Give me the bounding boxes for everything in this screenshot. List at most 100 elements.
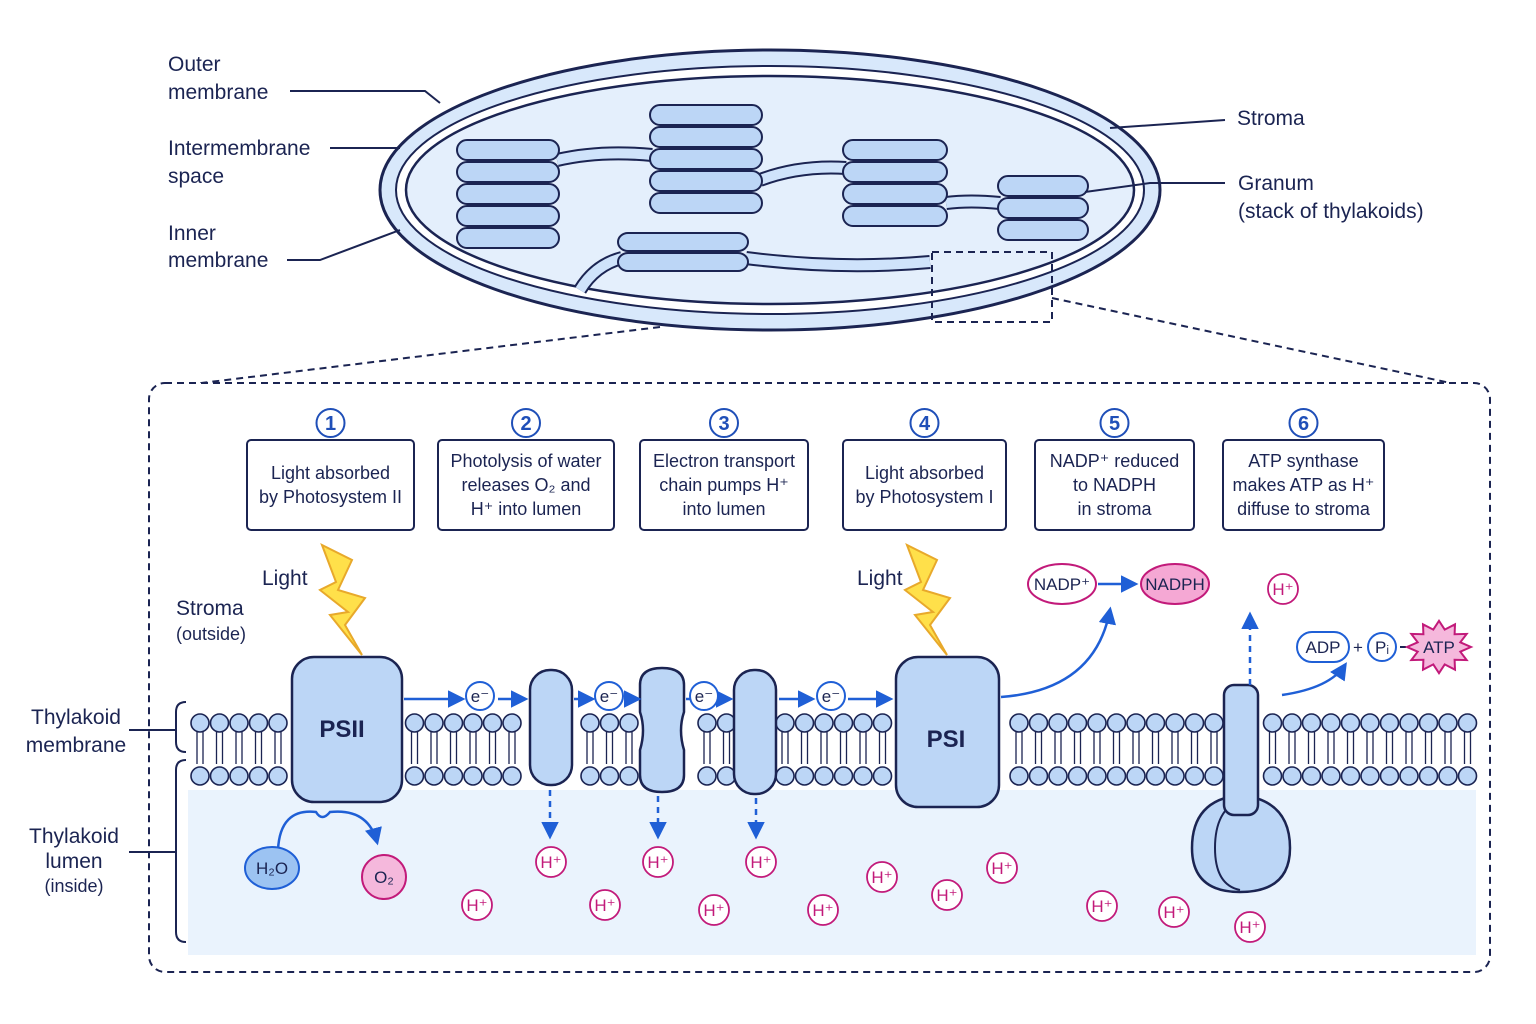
lipid-head: [1087, 766, 1107, 786]
zoom-line-right: [1051, 297, 1461, 386]
proton-label: H⁺: [936, 886, 957, 905]
side-lumen-3: (inside): [44, 876, 103, 896]
thylakoid-bilayer: [190, 713, 1478, 786]
proton-label: H⁺: [1091, 897, 1112, 916]
step-text-line: H⁺ into lumen: [471, 499, 582, 519]
thylakoid-disc: [997, 219, 1089, 241]
atp-synthase: [1190, 683, 1292, 894]
lipid-head: [424, 713, 444, 733]
leader-inner-membrane: [287, 229, 401, 261]
protons: H⁺H⁺H⁺H⁺H⁺H⁺H⁺H⁺H⁺H⁺H⁺H⁺H⁺H⁺: [461, 573, 1299, 943]
lipid-head: [1321, 713, 1341, 733]
lipid-head: [502, 766, 522, 786]
zoom-region-box: [931, 251, 1053, 323]
thylakoid-disc: [842, 205, 948, 227]
lipid-head: [1009, 766, 1029, 786]
proton-pump-arrows: [541, 611, 1259, 840]
granum-stack: [617, 232, 749, 272]
step-text-line: NADP⁺ reduced: [1050, 451, 1180, 471]
lipid-head: [1399, 766, 1419, 786]
label-outer-membrane-1: Outer: [168, 53, 221, 76]
step-text-line: by Photosystem II: [259, 487, 402, 507]
side-stroma-2: (outside): [176, 624, 246, 644]
lipid-head: [1028, 766, 1049, 786]
nadp-label: NADP⁺: [1034, 575, 1090, 594]
step-text-line: by Photosystem I: [855, 487, 993, 507]
psii-label: PSII: [319, 716, 364, 743]
psi-label: PSI: [927, 726, 966, 753]
adp-molecule: [1296, 631, 1350, 663]
lipid-head: [1282, 713, 1302, 733]
lipid-head: [1204, 713, 1224, 733]
atp-starburst: [1404, 618, 1474, 676]
label-outer-membrane-2: membrane: [168, 81, 268, 104]
step-number-badge: [511, 408, 541, 438]
step-box: [639, 439, 809, 531]
plastoquinone-carrier: [528, 668, 574, 787]
lipid-head: [872, 766, 893, 786]
step-number: 6: [1298, 413, 1309, 435]
lipid-head: [1457, 766, 1478, 786]
step-box: [1222, 439, 1385, 531]
lipid-head: [1145, 713, 1166, 733]
lipid-head: [1262, 766, 1283, 786]
lipid-head: [1126, 713, 1146, 733]
step-number: 4: [919, 413, 931, 435]
lipid-head: [268, 713, 288, 733]
lipid-head: [1048, 713, 1068, 733]
lipid-head: [482, 766, 503, 786]
proton-label: H⁺: [703, 901, 724, 920]
lipid-head: [209, 713, 230, 733]
electron: [689, 681, 719, 711]
water-label: H₂O: [256, 859, 288, 878]
label-granum-1: Granum: [1238, 172, 1314, 195]
side-stroma-1: Stroma: [176, 597, 244, 620]
plus-sign: +: [1353, 638, 1363, 657]
proton-label: H⁺: [466, 896, 487, 915]
lipid-head: [853, 766, 873, 786]
proton: [1234, 911, 1266, 943]
lipid-head: [248, 713, 269, 733]
step-text-line: into lumen: [682, 499, 765, 519]
grana: [456, 104, 1089, 272]
thylakoid-disc: [649, 104, 763, 126]
step-number-badge: [315, 408, 346, 438]
thylakoid-disc: [649, 148, 763, 170]
lipid-head: [482, 713, 503, 733]
lipid-head: [443, 766, 464, 786]
lipid-head: [775, 766, 795, 786]
lipid-head: [463, 766, 483, 786]
proton: [745, 846, 777, 878]
label-granum-2: (stack of thylakoids): [1238, 200, 1424, 223]
lipid-head: [1301, 766, 1322, 786]
granum-stack: [842, 139, 948, 227]
step-text-line: chain pumps H⁺: [659, 475, 789, 495]
lipid-head: [872, 713, 893, 733]
lipid-head: [1262, 713, 1283, 733]
lipid-head: [209, 766, 230, 786]
label-inner-membrane-1: Inner: [168, 222, 216, 245]
granum-stack: [997, 175, 1089, 241]
thylakoid-disc: [997, 175, 1089, 197]
label-inner-membrane-2: membrane: [168, 249, 268, 272]
side-membrane-2: membrane: [26, 734, 126, 757]
phosphate-label: Pᵢ: [1375, 638, 1389, 657]
proton-label: H⁺: [540, 853, 561, 872]
atp-label: ATP: [1423, 638, 1455, 657]
side-lumen-1: Thylakoid: [29, 825, 119, 848]
lipid-head: [443, 713, 464, 733]
step-text-line: diffuse to stroma: [1237, 499, 1371, 519]
step-number: 5: [1109, 413, 1120, 435]
plastocyanin-carrier: [732, 668, 778, 796]
nadph-label: NADPH: [1145, 575, 1205, 594]
label-intermembrane-2: space: [168, 165, 224, 188]
lipid-head: [1028, 713, 1049, 733]
lipid-head: [697, 713, 717, 733]
lipid-head: [1184, 713, 1205, 733]
lipid-head: [424, 766, 444, 786]
proton: [866, 861, 898, 893]
proton-label: H⁺: [1239, 918, 1260, 937]
step-text-line: Electron transport: [653, 451, 795, 471]
thylakoid-disc: [649, 192, 763, 214]
